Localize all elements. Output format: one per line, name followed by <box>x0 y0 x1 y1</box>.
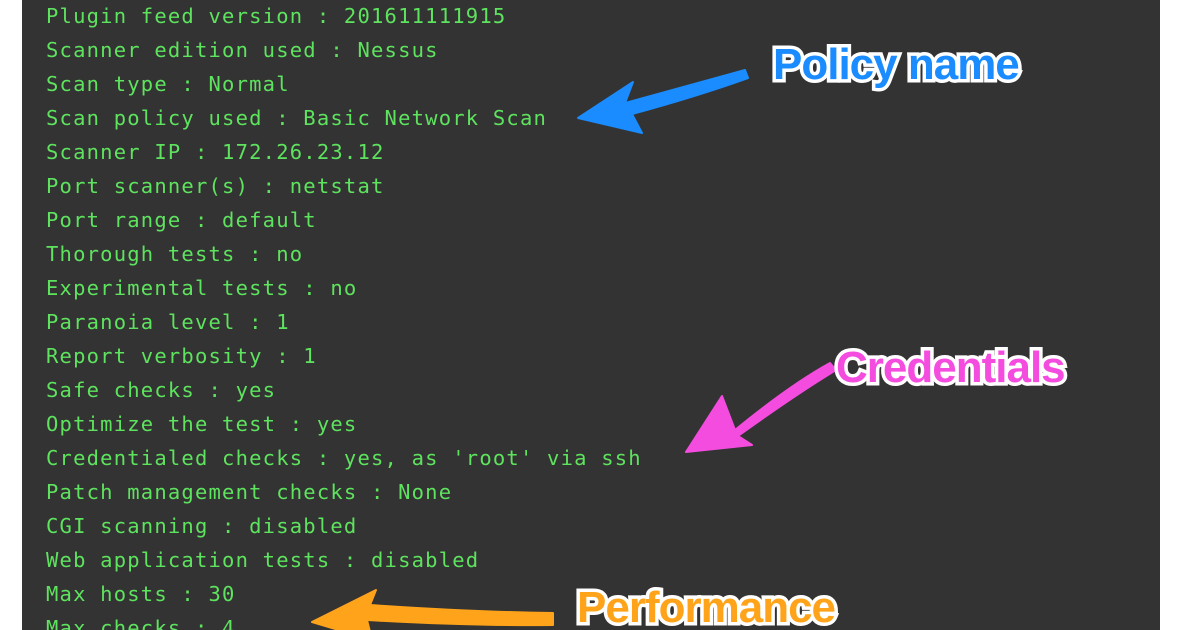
terminal-line-thorough-tests: Thorough tests : no <box>46 242 304 266</box>
terminal-line-experimental-tests: Experimental tests : no <box>46 276 358 300</box>
terminal-line-optimize-test: Optimize the test : yes <box>46 412 358 436</box>
terminal-line-web-app-tests: Web application tests : disabled <box>46 548 480 572</box>
performance-annotation: Performance <box>573 580 839 630</box>
terminal-line-port-scanners: Port scanner(s) : netstat <box>46 174 385 198</box>
performance-arrow-icon <box>311 589 554 630</box>
terminal-line-paranoia-level: Paranoia level : 1 <box>46 310 290 334</box>
terminal-line-patch-management: Patch management checks : None <box>46 480 453 504</box>
terminal-line-scanner-ip: Scanner IP : 172.26.23.12 <box>46 140 385 164</box>
terminal-line-cgi-scanning: CGI scanning : disabled <box>46 514 358 538</box>
terminal-line-max-hosts: Max hosts : 30 <box>46 582 236 606</box>
terminal-line-plugin-feed-version: Plugin feed version : 201611111915 <box>46 4 507 28</box>
credentials-annotation: Credentials <box>833 340 1070 396</box>
terminal-line-max-checks: Max checks : 4 <box>46 616 236 630</box>
terminal-line-safe-checks: Safe checks : yes <box>46 378 277 402</box>
terminal-output: Plugin feed version : 201611111915 Scann… <box>46 0 642 630</box>
credentials-arrow-icon <box>685 362 837 453</box>
terminal-line-scan-policy: Scan policy used : Basic Network Scan <box>46 106 548 130</box>
policy-arrow-icon <box>577 69 749 134</box>
terminal-line-scan-type: Scan type : Normal <box>46 72 290 96</box>
terminal-line-credentialed-checks: Credentialed checks : yes, as 'root' via… <box>46 446 642 470</box>
terminal-line-scanner-edition: Scanner edition used : Nessus <box>46 38 439 62</box>
terminal-window: Plugin feed version : 201611111915 Scann… <box>22 0 1160 630</box>
policy-name-annotation: Policy name <box>770 37 1024 93</box>
terminal-line-port-range: Port range : default <box>46 208 317 232</box>
terminal-line-report-verbosity: Report verbosity : 1 <box>46 344 317 368</box>
